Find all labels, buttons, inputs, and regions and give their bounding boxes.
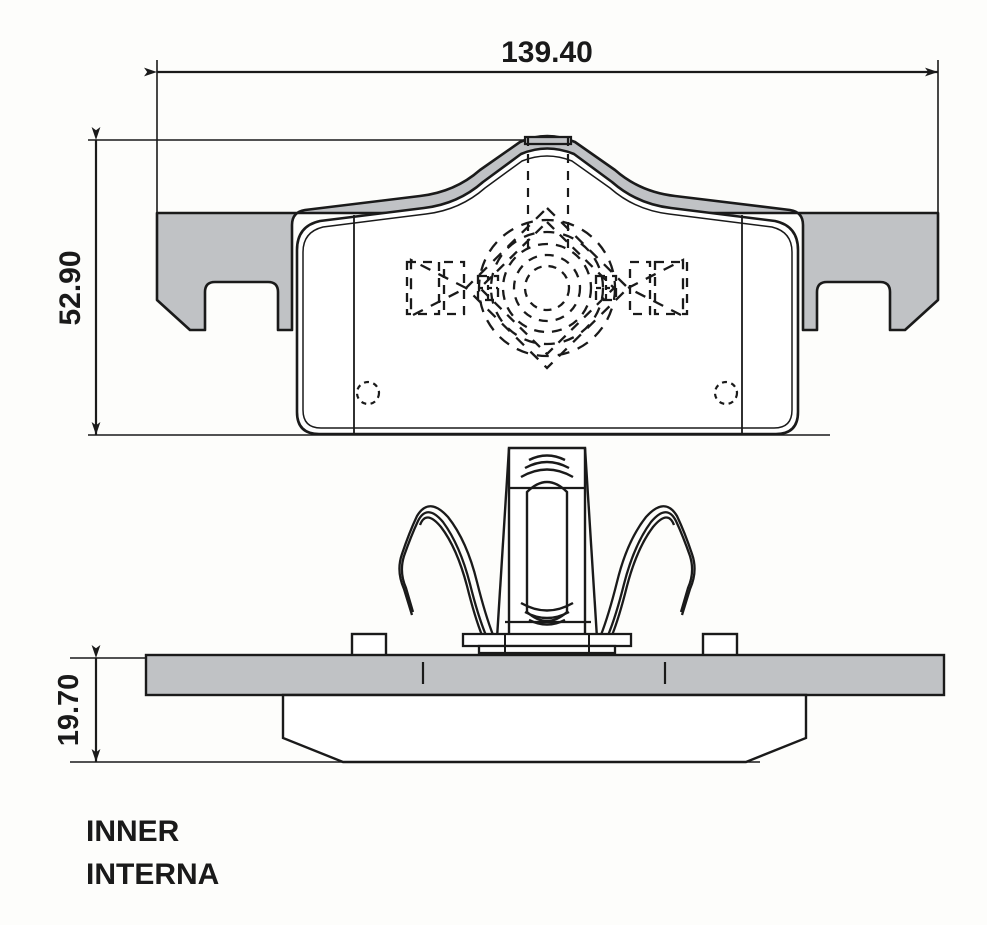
- hidden-hole-right-icon: [713, 380, 739, 406]
- thickness-dimension-label: 19.70: [53, 674, 85, 747]
- clip-tongue-inner: [525, 480, 569, 623]
- side-view-brake-pad: [144, 632, 946, 764]
- side-view-friction-material: [281, 693, 808, 764]
- note-inner-english: INNER: [86, 815, 180, 848]
- top-locating-tab: [523, 135, 573, 146]
- dimension-overall-height: 52.90: [54, 127, 101, 435]
- clip-emboss-arcs-top: [520, 454, 574, 479]
- hidden-construction-lines: [526, 137, 570, 252]
- clip-emboss-arcs-bottom: [520, 601, 574, 626]
- side-view-backing-plate: [144, 653, 946, 697]
- clip-base-plate: [461, 632, 633, 655]
- hidden-hole-left-icon: [355, 380, 381, 406]
- friction-material-outline: [295, 147, 800, 436]
- clip-tongue-taper-lines: [495, 447, 599, 639]
- hidden-center-marks: [478, 276, 616, 300]
- friction-material-chamfer-line: [302, 155, 793, 429]
- notes-block: INNER INTERNA: [86, 815, 219, 891]
- hidden-boss-diamond: [464, 206, 630, 370]
- side-view-tick-marks: [421, 662, 667, 684]
- height-dimension-label: 52.90: [54, 250, 87, 325]
- dimension-overall-width: 139.40: [144, 36, 938, 77]
- clip-spring-arm-left: [398, 505, 497, 641]
- spring-clip-assembly: [398, 446, 696, 655]
- note-inner-italian: INTERNA: [86, 858, 219, 891]
- front-view-brake-pad: [155, 134, 940, 436]
- dimension-overall-thickness: 19.70: [53, 645, 101, 762]
- width-dimension-label: 139.40: [501, 36, 593, 69]
- clip-tongue-ribs: [505, 486, 591, 624]
- clip-spring-arm-right: [597, 505, 696, 641]
